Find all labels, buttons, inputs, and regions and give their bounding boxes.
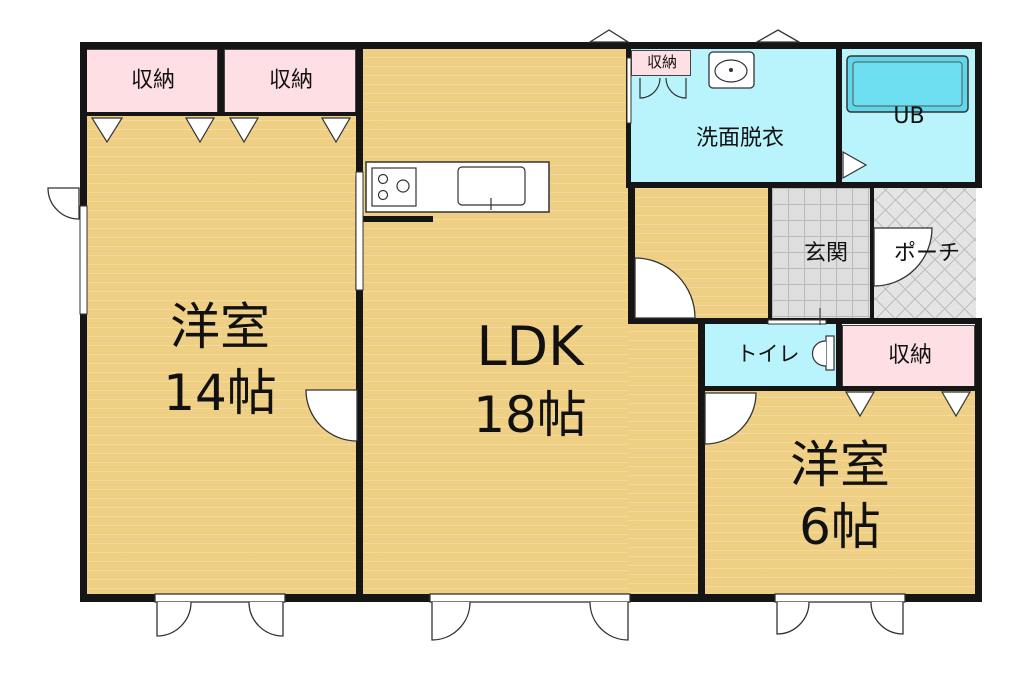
entrance-label: 玄関: [803, 241, 848, 266]
closet-1-label: 収納: [130, 68, 175, 93]
closet-1: [86, 49, 218, 113]
porch-label: ポーチ: [893, 241, 960, 266]
closet-wash-label: 収納: [646, 53, 677, 71]
wall-closet-bottom: [85, 112, 357, 116]
wall-closet-divider: [218, 48, 224, 114]
ldk-floor: [363, 48, 628, 594]
wall-wet-bottom: [626, 182, 982, 188]
wall-entrance-porch: [870, 188, 874, 318]
closet-2-label: 収納: [268, 68, 313, 93]
ldk-extension-floor: [628, 322, 700, 594]
western-room-14-name: 洋室: [170, 298, 270, 356]
western-room-14-size: 14帖: [163, 364, 277, 422]
western-room-6-floor: [704, 388, 976, 594]
ldk-name: LDK: [476, 315, 584, 378]
wall-hall-entrance: [768, 188, 772, 318]
closet-2: [224, 49, 356, 113]
wall-hall-left: [628, 182, 635, 324]
toilet-fixture-icon: [811, 335, 835, 371]
wall-ldk-room6: [698, 318, 705, 602]
wall-outer-left: [80, 42, 87, 602]
toilet-label: トイレ: [736, 342, 800, 366]
washbasin-icon: [708, 51, 755, 89]
ldk-size: 18帖: [473, 386, 587, 444]
wall-toilet-closet: [836, 318, 842, 391]
bath-label: UB: [893, 104, 925, 129]
wall-outer-top: [80, 42, 982, 49]
stove-icon: [371, 167, 417, 207]
wall-outer-right-top: [975, 42, 982, 188]
entrance-floor: [772, 188, 872, 318]
wall-outer-right-bottom: [975, 318, 982, 602]
bathtub-icon: [846, 55, 969, 113]
bottom-windows: [154, 593, 906, 641]
closet-small-room-label: 収納: [887, 343, 932, 368]
closet-wash: [631, 50, 691, 76]
western-room-6-name: 洋室: [790, 436, 890, 494]
kitchen-counter-wall: [363, 216, 433, 222]
wall-room14-ldk: [356, 42, 363, 602]
door-swings: [305, 177, 933, 445]
kitchen-sink-icon: [457, 166, 526, 210]
wall-wash-bath: [836, 42, 842, 188]
washroom-label: 洗面脱衣: [695, 126, 784, 151]
western-room-14-floor: [85, 48, 357, 594]
western-room-6-size: 6帖: [799, 498, 881, 556]
closet-doors: [90, 117, 972, 418]
closet-small-room: [842, 325, 975, 388]
